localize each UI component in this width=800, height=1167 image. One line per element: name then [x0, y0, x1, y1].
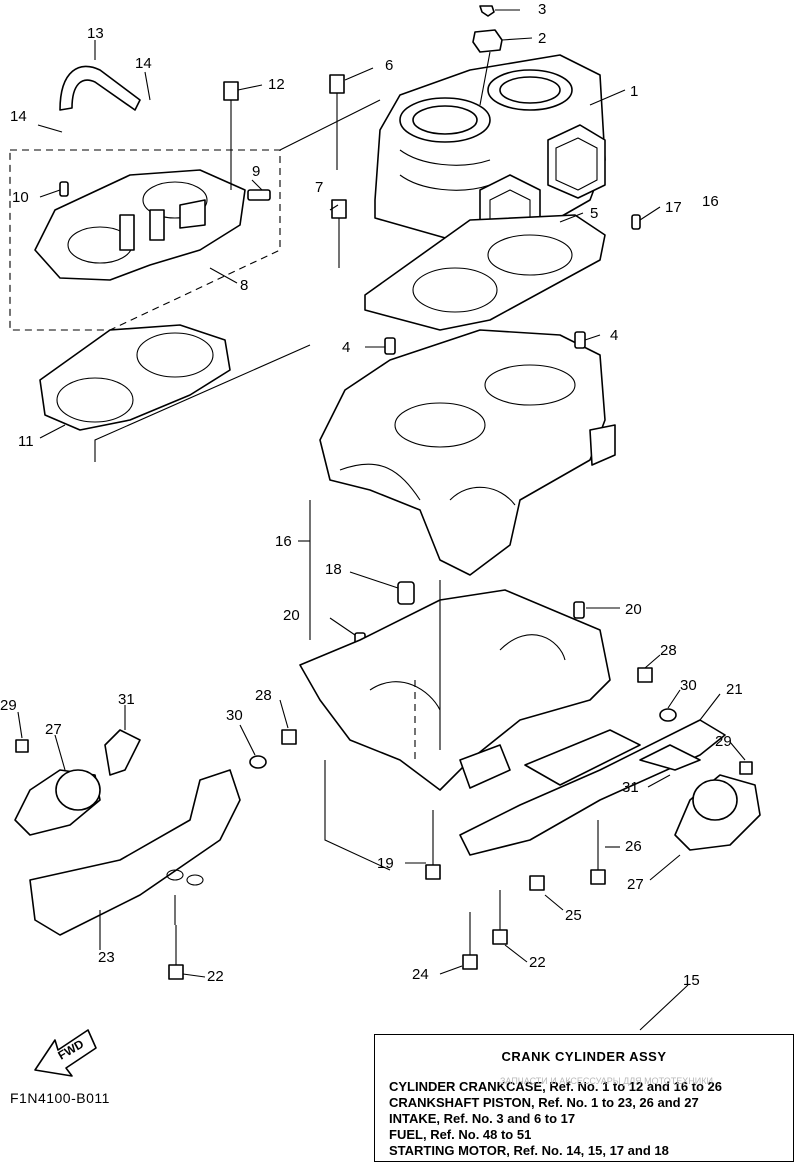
callout-28a: 28 [255, 687, 272, 704]
cylinder-base-gasket [364, 214, 606, 331]
callout-4b: 4 [610, 327, 618, 344]
callout-11: 11 [18, 433, 34, 450]
callout-2: 2 [538, 30, 546, 47]
callout-25: 25 [565, 907, 582, 924]
callout-22a: 22 [207, 968, 224, 985]
legend-row: INTAKE, Ref. No. 3 and 6 to 17 [389, 1111, 575, 1126]
callout-15: 15 [683, 972, 700, 989]
intake-gasket [39, 324, 231, 431]
callout-4a: 4 [342, 339, 350, 356]
callout-24: 24 [412, 966, 429, 983]
drawing-code: F1N4100-B011 [10, 1090, 110, 1106]
callout-9: 9 [252, 163, 260, 180]
legend-row-name: CRANKSHAFT PISTON, [389, 1095, 535, 1110]
rubber-mount-left [14, 769, 101, 836]
callout-6: 6 [385, 57, 393, 74]
callout-1: 1 [630, 83, 638, 100]
fwd-arrow-icon: FWD [34, 1029, 97, 1077]
callout-19: 19 [377, 855, 394, 872]
legend-row: FUEL, Ref. No. 48 to 51 [389, 1127, 531, 1142]
callout-10: 10 [12, 189, 29, 206]
callout-29a: 29 [0, 697, 17, 714]
assembly-lines [94, 99, 441, 925]
cylinder-body [374, 54, 606, 246]
watermark: ЗАПЧАСТИ И АКСЕССУАРЫ ДЛЯ МОТОТЕХНИКИ [500, 1076, 713, 1086]
callout-28b: 28 [660, 642, 677, 659]
callout-16b: 16 [275, 533, 292, 550]
crankcase-upper [319, 329, 616, 576]
legend-row-ref: Ref. No. 48 to 51 [430, 1127, 532, 1142]
callout-numbers: 3 2 1 6 12 13 14 14 10 9 8 11 7 5 17 16 … [0, 1, 743, 989]
callout-21: 21 [726, 681, 743, 698]
callout-14b: 14 [10, 108, 27, 125]
screw-part [479, 5, 495, 17]
callout-8: 8 [240, 277, 248, 294]
callout-3: 3 [538, 1, 546, 18]
callout-7: 7 [315, 179, 323, 196]
callout-27a: 27 [45, 721, 62, 738]
callout-14a: 14 [135, 55, 152, 72]
callout-20a: 20 [283, 607, 300, 624]
legend-row-ref: Ref. No. 1 to 23, 26 and 27 [538, 1095, 699, 1110]
crankcase-lower [299, 589, 611, 791]
callout-leaders [17, 9, 746, 1031]
rubber-mount-right [674, 774, 761, 851]
legend-row-name: INTAKE, [389, 1111, 441, 1126]
callout-12: 12 [268, 76, 285, 93]
legend-row-name: STARTING MOTOR, [389, 1143, 510, 1158]
legend-row-name: CYLINDER CRANKCASE, [389, 1079, 546, 1094]
cylinder-cap-part [472, 29, 503, 106]
callout-23: 23 [98, 949, 115, 966]
callout-13: 13 [87, 25, 104, 42]
legend-row-ref: Ref. No. 14, 15, 17 and 18 [513, 1143, 669, 1158]
callout-31b: 31 [622, 779, 639, 796]
callout-16a: 16 [702, 193, 719, 210]
clip-31 [104, 729, 701, 776]
washers [249, 708, 677, 769]
legend-row: CRANKSHAFT PISTON, Ref. No. 1 to 23, 26 … [389, 1095, 699, 1110]
cylinder-bolts [223, 74, 347, 268]
legend-row: CYLINDER CRANKCASE, Ref. No. 1 to 12 and… [389, 1079, 722, 1094]
callout-30b: 30 [680, 677, 697, 694]
callout-17: 17 [665, 199, 682, 216]
mount-bolts [15, 667, 753, 980]
callout-18: 18 [325, 561, 342, 578]
hose [59, 65, 141, 111]
legend-row: STARTING MOTOR, Ref. No. 14, 15, 17 and … [389, 1143, 669, 1158]
engine-mount-23 [29, 769, 241, 936]
callout-30a: 30 [226, 707, 243, 724]
legend-row-ref: Ref. No. 1 to 12 and 16 to 26 [549, 1079, 723, 1094]
callout-5: 5 [590, 205, 598, 222]
callout-22b: 22 [529, 954, 546, 971]
dowel-pins [59, 181, 641, 650]
callout-29b: 29 [715, 733, 732, 750]
legend-title: CRANK CYLINDER ASSY [501, 1049, 667, 1064]
callout-31a: 31 [118, 691, 135, 708]
callout-20b: 20 [625, 601, 642, 618]
legend-row-name: FUEL, [389, 1127, 427, 1142]
legend-box: CRANK CYLINDER ASSY CYLINDER CRANKCASE, … [374, 1034, 794, 1162]
legend-row-ref: Ref. No. 3 and 6 to 17 [443, 1111, 576, 1126]
callout-26: 26 [625, 838, 642, 855]
intake-manifold-assy [9, 149, 281, 331]
callout-27b: 27 [627, 876, 644, 893]
